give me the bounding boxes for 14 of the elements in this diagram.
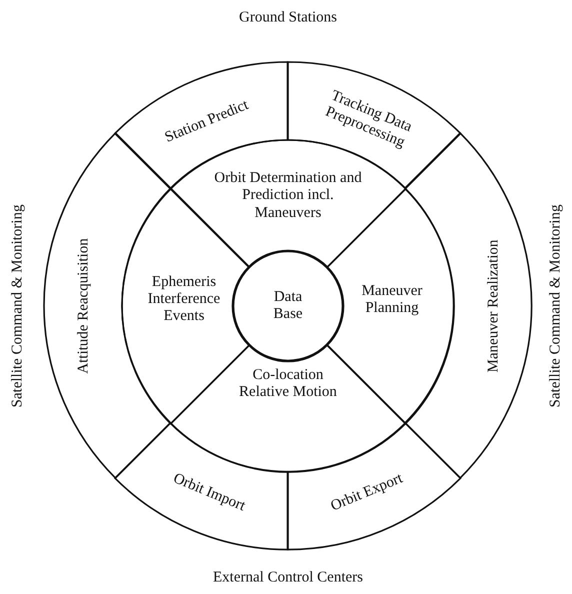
sector-label: Data Base (272, 288, 304, 324)
sector-label: Orbit Import (170, 470, 248, 516)
outer-label: Satellite Command & Monitoring (548, 204, 564, 408)
outer-label: Ground Stations (239, 10, 337, 26)
sector-label: Maneuver Realization (485, 240, 502, 372)
sector-label: Station Predict (162, 97, 252, 147)
outer-label: Satellite Command & Monitoring (10, 204, 26, 408)
sector-label: Maneuver Planning (360, 282, 424, 318)
outer-label: External Control Centers (213, 570, 363, 586)
sector-label: Ephemeris Interference Events (146, 274, 222, 326)
sector-label: Orbit Export (328, 470, 406, 516)
sector-label: Attitude Reacquisition (75, 238, 92, 374)
sector-label: Orbit Determination and Prediction incl. Maneuvers (213, 170, 363, 222)
sector-label: Co-location Relative Motion (238, 366, 338, 402)
